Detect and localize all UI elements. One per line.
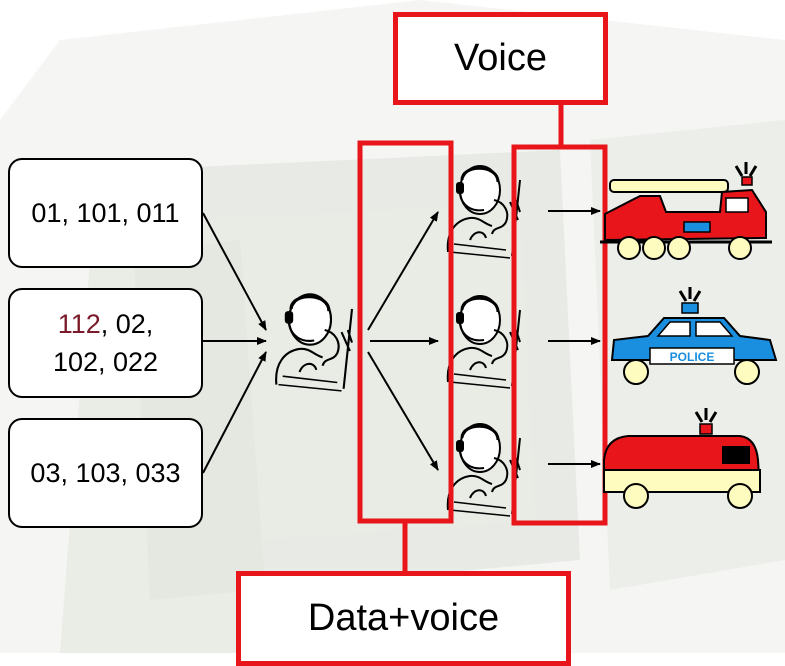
police-label: POLICE (670, 350, 715, 364)
voice-highlight-box (511, 144, 608, 526)
number-group-text-rest: , 02, (100, 309, 154, 339)
operator-icon (446, 294, 522, 390)
emergency-number-highlight: 112 (57, 309, 101, 339)
number-group-text: 112, 02, (58, 305, 154, 343)
input-arrows (202, 212, 267, 474)
fire-truck-icon (600, 160, 772, 260)
operator-icon (446, 164, 522, 260)
voice-label: Voice (454, 37, 547, 79)
number-group-text-line2: 102, 022 (52, 347, 159, 377)
number-group-text: 03, 103, 033 (30, 458, 181, 488)
police-car-icon: POLICE (610, 285, 778, 385)
vehicle-arrows (548, 207, 601, 468)
operator-icon (446, 422, 522, 518)
number-group-box: 03, 103, 033 (8, 418, 203, 528)
operator-icon (274, 292, 354, 393)
number-group-box: 01, 101, 011 (8, 158, 203, 268)
data-voice-highlight-box (357, 140, 454, 524)
data-voice-label-box: Data+voice (236, 571, 571, 666)
voice-label-box: Voice (393, 12, 608, 105)
ambulance-icon (603, 406, 762, 509)
number-group-box: 112, 02, 102, 022 (8, 288, 203, 398)
dispatch-arrows (367, 211, 439, 471)
number-group-text: 01, 101, 011 (31, 198, 180, 228)
data-voice-label: Data+voice (307, 597, 500, 639)
